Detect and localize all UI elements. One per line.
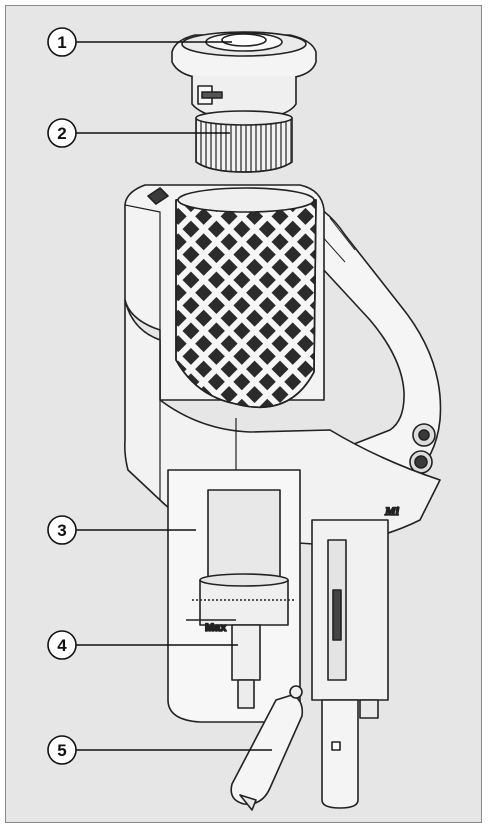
callout-5: 5 [47,735,77,765]
max-fill-marking: Max [205,622,227,634]
callout-4-number: 4 [57,636,67,655]
brand-fragment-label: Mi [384,504,400,518]
pleated-filter [195,110,293,173]
dust-container: Max [167,469,301,723]
filter-cap [171,31,317,119]
connection-tube [311,519,389,809]
callout-1-number: 1 [57,33,66,52]
callout-1: 1 [47,27,77,57]
main-housing [124,184,325,408]
callout-3: 3 [47,515,77,545]
callout-4: 4 [47,630,77,660]
callout-5-number: 5 [57,741,66,760]
callout-2: 2 [47,118,77,148]
callout-3-number: 3 [57,521,66,540]
callout-2-number: 2 [57,124,66,143]
